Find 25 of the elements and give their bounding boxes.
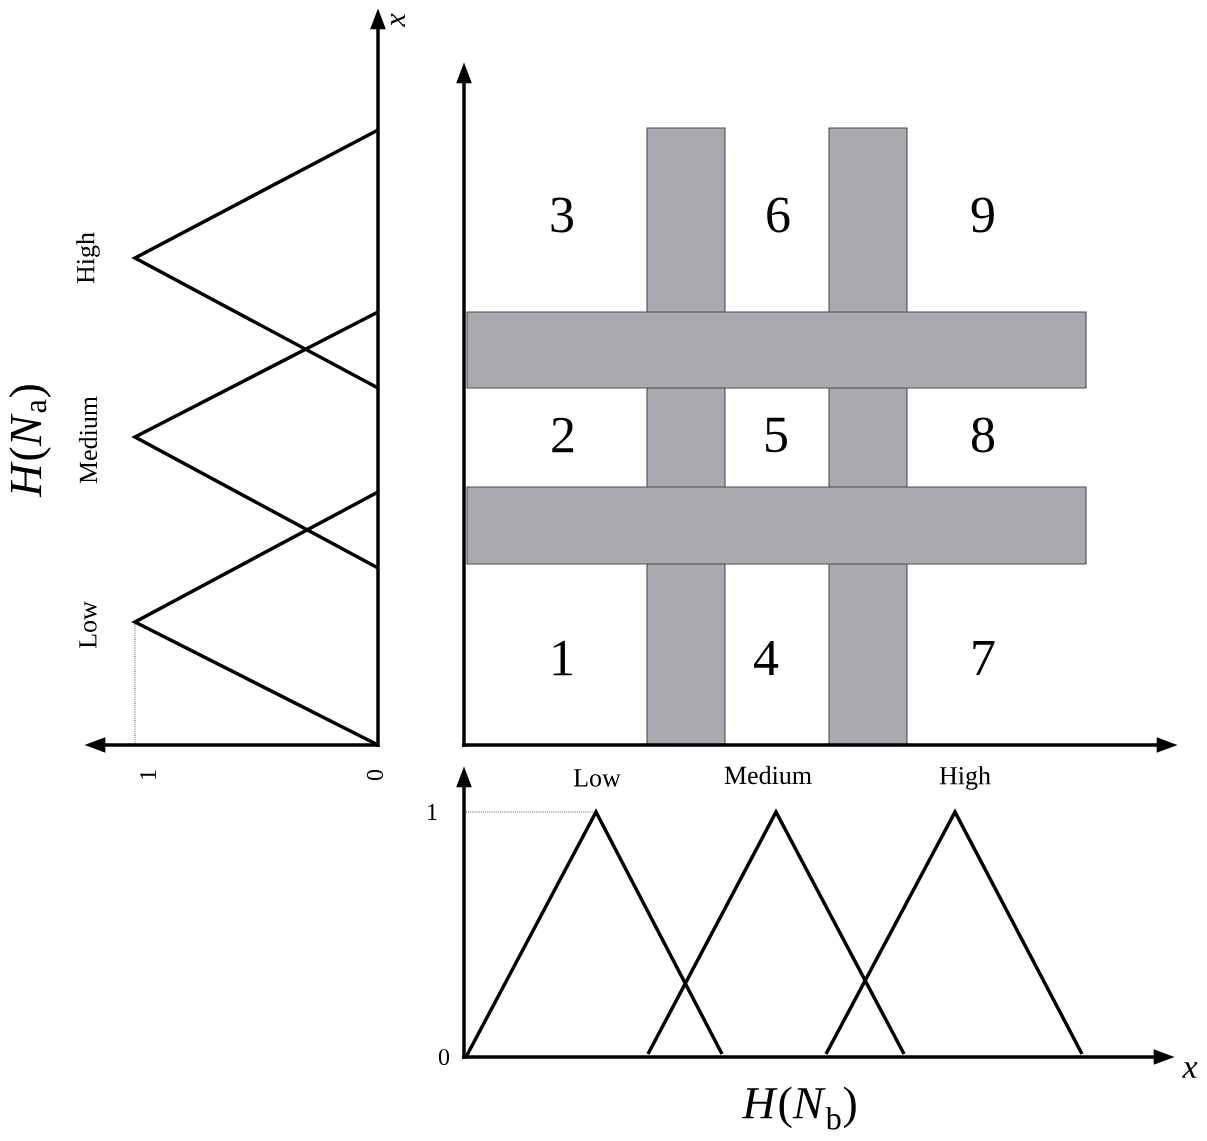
region-number: 1 (553, 640, 572, 676)
axis-label: H(N$_{b}$) (741, 1086, 856, 1130)
tick-label: 1 (428, 804, 437, 820)
shaded-band (466, 311, 1087, 389)
tick-label: 0 (366, 769, 384, 781)
region-number: 7 (973, 641, 995, 675)
axis-label: x (1182, 1062, 1198, 1078)
term-label: Medium (724, 765, 812, 785)
region-number: 6 (767, 197, 790, 233)
term-label: Medium (78, 396, 98, 484)
term-label: Low (573, 769, 621, 787)
term-label: Low (79, 601, 97, 649)
term-label: High (939, 766, 991, 790)
tick-label: 0 (438, 1048, 450, 1066)
tick-label: 1 (140, 770, 156, 779)
region-number: 2 (552, 417, 574, 453)
axis-label: x (391, 13, 405, 28)
region-number: 4 (754, 640, 779, 676)
region-number: 5 (766, 417, 787, 453)
region-number: 9 (971, 197, 994, 233)
axis-label: H(N$_{a}$) (9, 385, 51, 498)
region-number: 8 (972, 417, 995, 453)
shaded-band (466, 486, 1087, 565)
region-number: 3 (551, 197, 573, 233)
term-label: High (76, 232, 100, 284)
